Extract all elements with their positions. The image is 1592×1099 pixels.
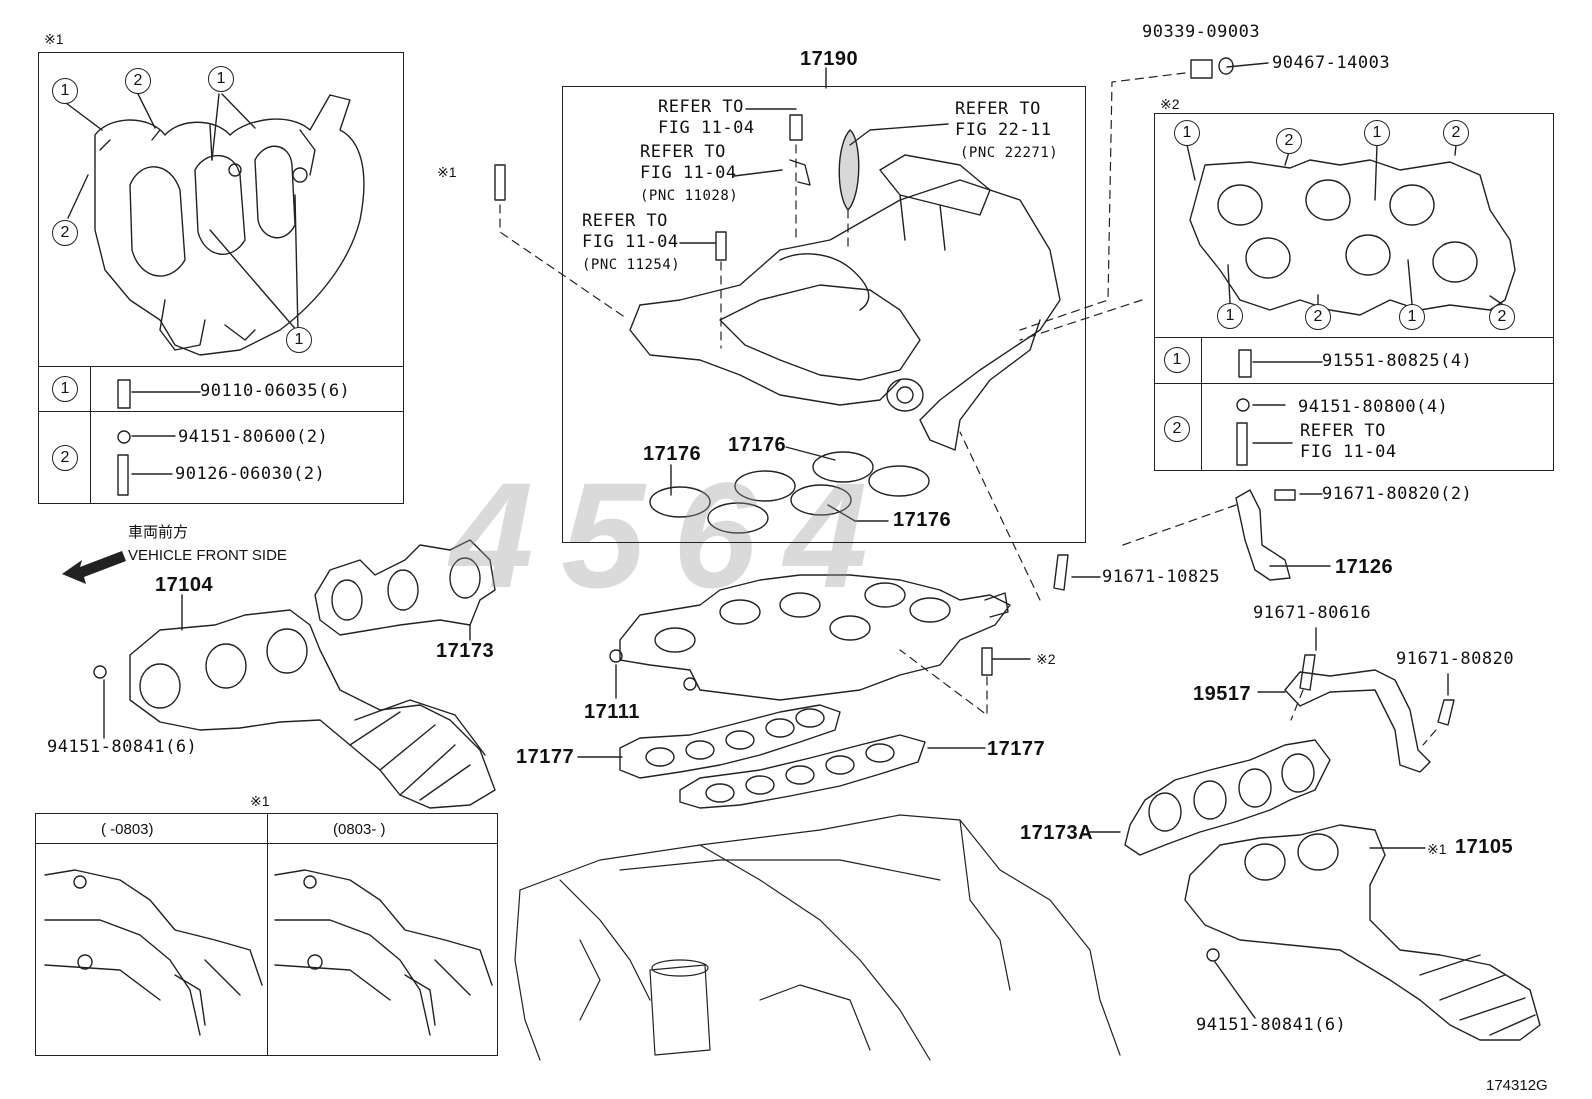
part-label-17190: 17190 [800, 48, 859, 70]
callout-1: 1 [1217, 303, 1243, 329]
front-arrow-icon [62, 551, 126, 584]
refer-label: FIG 11-04 [582, 232, 679, 252]
part-label-90467: 90467-14003 [1272, 53, 1391, 73]
exhaust-manifold-17104-drawing [93, 609, 496, 809]
divider [1201, 337, 1202, 471]
refer-label: REFER TO [1300, 421, 1386, 441]
note1-mark: ※1 [437, 164, 457, 180]
divider [90, 366, 91, 504]
refer-label: REFER TO [955, 99, 1041, 119]
gasket-17176-drawing [649, 451, 930, 534]
note1-mark: ※1 [44, 31, 64, 47]
part-label-19517: 19517 [1193, 683, 1252, 705]
callout-1: 1 [286, 327, 312, 353]
divider [38, 411, 404, 412]
detail2-box [1154, 113, 1554, 471]
part-label-90339: 90339-09003 [1142, 22, 1261, 42]
dashed-leaders [499, 72, 1437, 746]
direction-label-jp: 車両前方 [128, 524, 189, 541]
bracket-17126-drawing [1235, 489, 1291, 581]
part-label-17176: 17176 [728, 434, 787, 456]
divider [1154, 383, 1554, 384]
divider [1154, 337, 1554, 338]
note2-mark: ※2 [1036, 651, 1056, 667]
callout-2: 2 [1305, 304, 1331, 330]
part-label-94151-80841: 94151-80841(6) [47, 737, 198, 757]
part-label: 91551-80825(4) [1322, 351, 1473, 371]
pnc-label: (PNC 11254) [582, 257, 681, 273]
part-label-91671-10825: 91671-10825 [1102, 567, 1221, 587]
engine-block-drawing [514, 814, 1121, 1061]
divider [35, 843, 498, 844]
part-label-91671-80820-2: 91671-80820(2) [1322, 484, 1473, 504]
part-label-17176: 17176 [893, 509, 952, 531]
gasket-17173-drawing [314, 539, 496, 636]
legend-key-2: 2 [1164, 416, 1190, 442]
lower-manifold-drawing [609, 574, 1011, 701]
refer-label: REFER TO [640, 142, 726, 162]
part-label-17177: 17177 [516, 746, 575, 768]
part-label: 94151-80600(2) [178, 427, 329, 447]
variant-label-after: (0803- ) [333, 821, 386, 838]
part-label: 90126-06030(2) [175, 464, 326, 484]
refer-label: REFER TO [658, 97, 744, 117]
exhaust-manifold-17105-drawing [1184, 824, 1541, 1041]
variant-left-drawing [44, 869, 263, 1036]
part-label-17105: 17105 [1455, 836, 1514, 858]
refer-label: REFER TO [582, 211, 668, 231]
refer-label: FIG 11-04 [640, 163, 737, 183]
refer-label: FIG 22-11 [955, 120, 1052, 140]
part-label-17104: 17104 [155, 574, 214, 596]
part-label-17111: 17111 [584, 701, 640, 723]
part-label-17126: 17126 [1335, 556, 1394, 578]
callout-2: 2 [1276, 128, 1302, 154]
part-label-91671-80820: 91671-80820 [1396, 649, 1515, 669]
note1-mark: ※1 [1427, 841, 1447, 857]
callout-2: 2 [1443, 120, 1469, 146]
part-label-17173A: 17173A [1020, 822, 1094, 844]
pnc-label: (PNC 22271) [960, 145, 1059, 161]
part-label: 90110-06035(6) [200, 381, 351, 401]
gasket-17173A-drawing [1124, 739, 1331, 856]
part-label-94151-80841: 94151-80841(6) [1196, 1015, 1347, 1035]
callout-1: 1 [208, 66, 234, 92]
callout-1: 1 [1174, 120, 1200, 146]
legend-key-1: 1 [1164, 347, 1190, 373]
callout-1: 1 [1399, 304, 1425, 330]
detail1-box [38, 52, 404, 504]
variant-box [35, 813, 498, 1056]
callout-2: 2 [1489, 304, 1515, 330]
refer-label: FIG 11-04 [1300, 442, 1397, 462]
pnc-label: (PNC 11028) [640, 188, 739, 204]
detail1-manifold-drawing [94, 94, 365, 356]
part-label-17177: 17177 [987, 738, 1046, 760]
refer-label: FIG 11-04 [658, 118, 755, 138]
callout-2: 2 [125, 68, 151, 94]
leader-lines [65, 62, 1503, 1019]
note2-mark: ※2 [1160, 96, 1180, 112]
direction-label-en: VEHICLE FRONT SIDE [128, 547, 287, 564]
fasteners-drawing [117, 57, 1455, 726]
divider [38, 366, 404, 367]
note1-mark: ※1 [250, 793, 270, 809]
legend-key-1: 1 [52, 376, 78, 402]
callout-1: 1 [1364, 120, 1390, 146]
part-label-17176: 17176 [643, 443, 702, 465]
callout-2: 2 [52, 220, 78, 246]
watermark: 4564 [450, 451, 896, 619]
part-label-17173: 17173 [436, 640, 495, 662]
diagram-id: 174312G [1486, 1077, 1548, 1094]
variant-label-before: ( -0803) [101, 821, 154, 838]
part-label-91671-80616: 91671-80616 [1253, 603, 1372, 623]
gasket-17177-drawing [619, 704, 926, 809]
bracket-19517-drawing [1284, 669, 1431, 773]
callout-1: 1 [52, 78, 78, 104]
legend-key-2: 2 [52, 445, 78, 471]
part-label: 94151-80800(4) [1298, 397, 1449, 417]
divider [267, 813, 268, 1056]
variant-right-drawing [274, 869, 493, 1036]
plenum-box [562, 86, 1086, 543]
